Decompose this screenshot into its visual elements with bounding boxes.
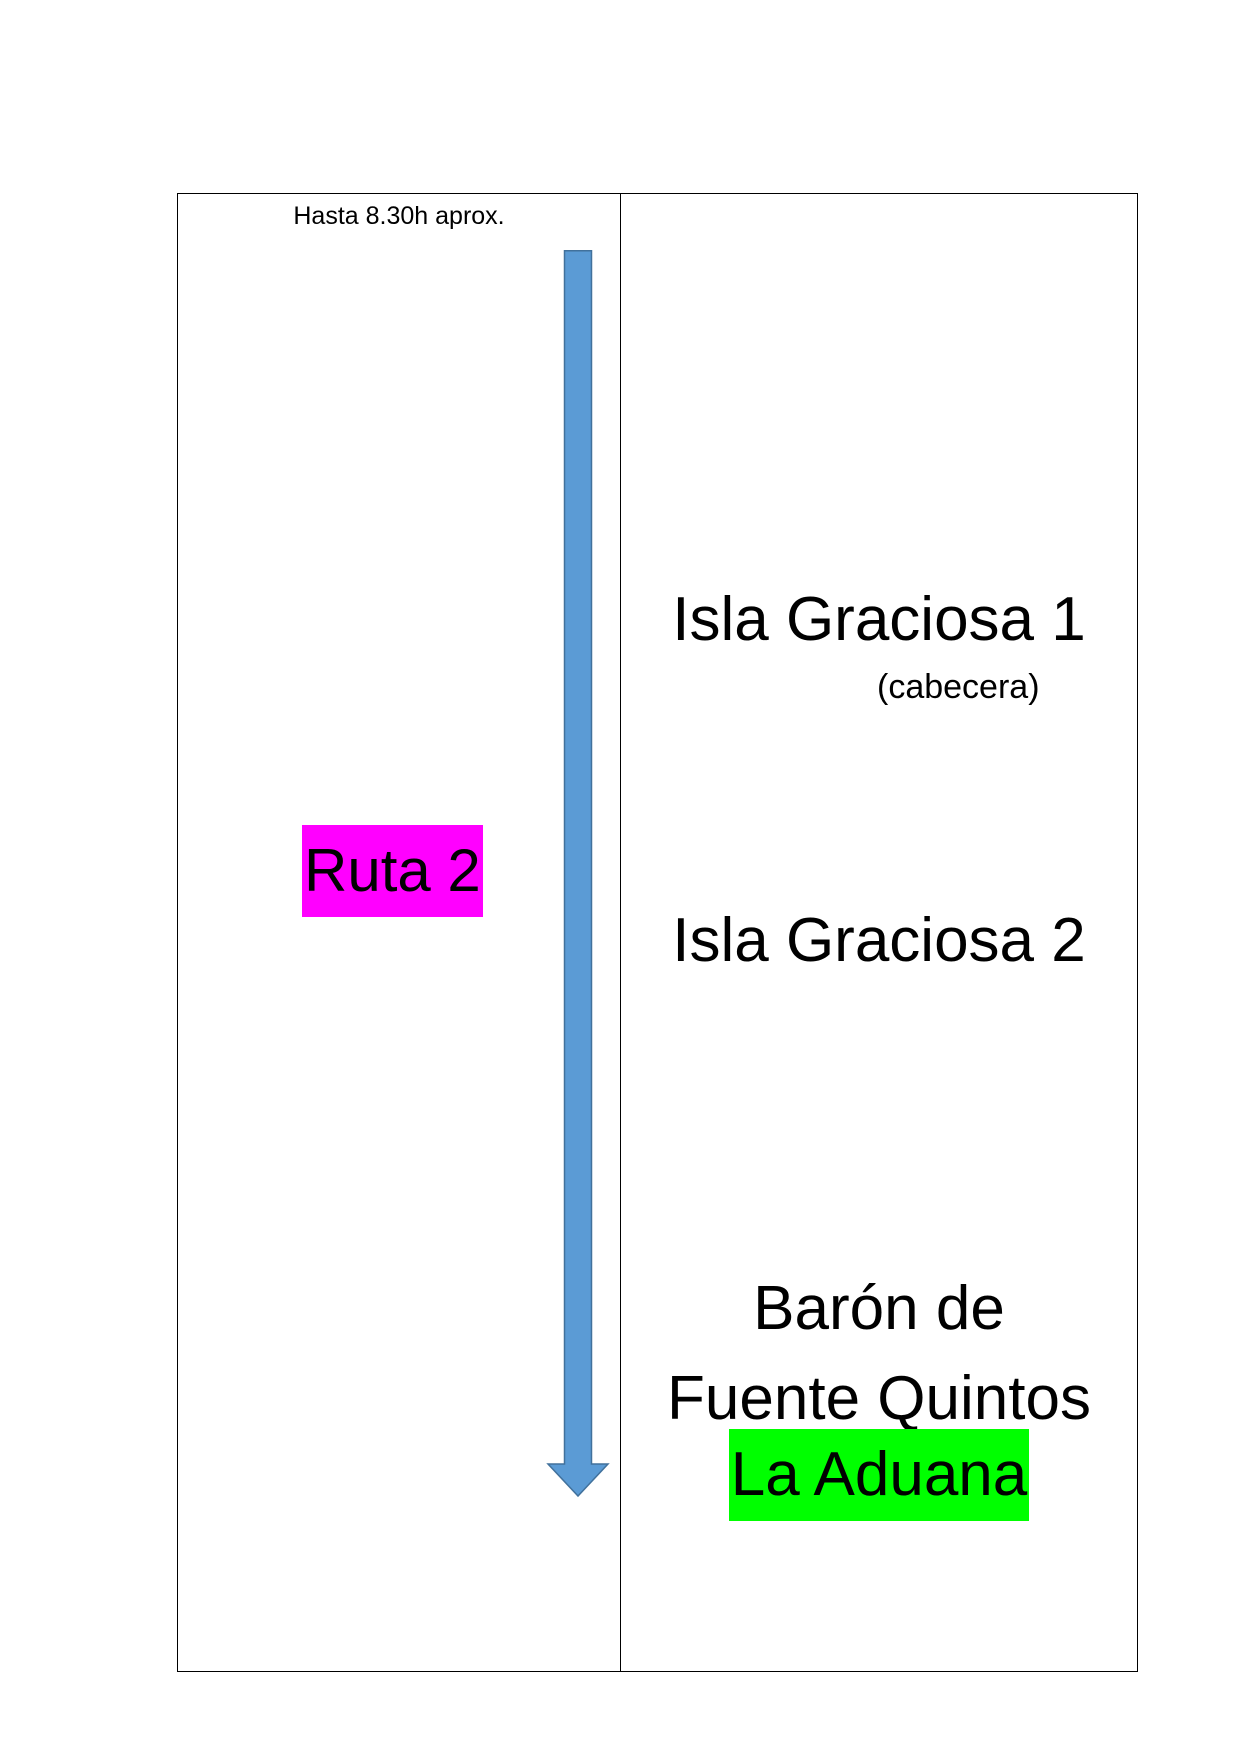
stop-la-aduana: La Aduana [621, 1429, 1137, 1521]
route-label: Ruta 2 [302, 825, 483, 917]
stop-isla-graciosa-1: Isla Graciosa 1 [672, 585, 1086, 654]
column-divider [620, 194, 621, 1671]
stop-la-aduana-label: La Aduana [728, 1429, 1030, 1521]
time-note: Hasta 8.30h aprox. [293, 202, 505, 230]
route-column: Hasta 8.30h aprox. Ruta 2 [178, 194, 620, 1671]
stop-baron-line-1: Barón de [753, 1274, 1005, 1343]
arrow-down-icon [546, 250, 610, 1498]
stops-column: Isla Graciosa 1 (cabecera) Isla Graciosa… [621, 194, 1137, 1671]
stop-baron-line-2: Fuente Quintos [667, 1364, 1091, 1433]
stop-head-note: (cabecera) [877, 668, 1040, 706]
route-table: Hasta 8.30h aprox. Ruta 2 Isla Graciosa … [177, 193, 1138, 1672]
stop-isla-graciosa-2: Isla Graciosa 2 [672, 906, 1086, 975]
